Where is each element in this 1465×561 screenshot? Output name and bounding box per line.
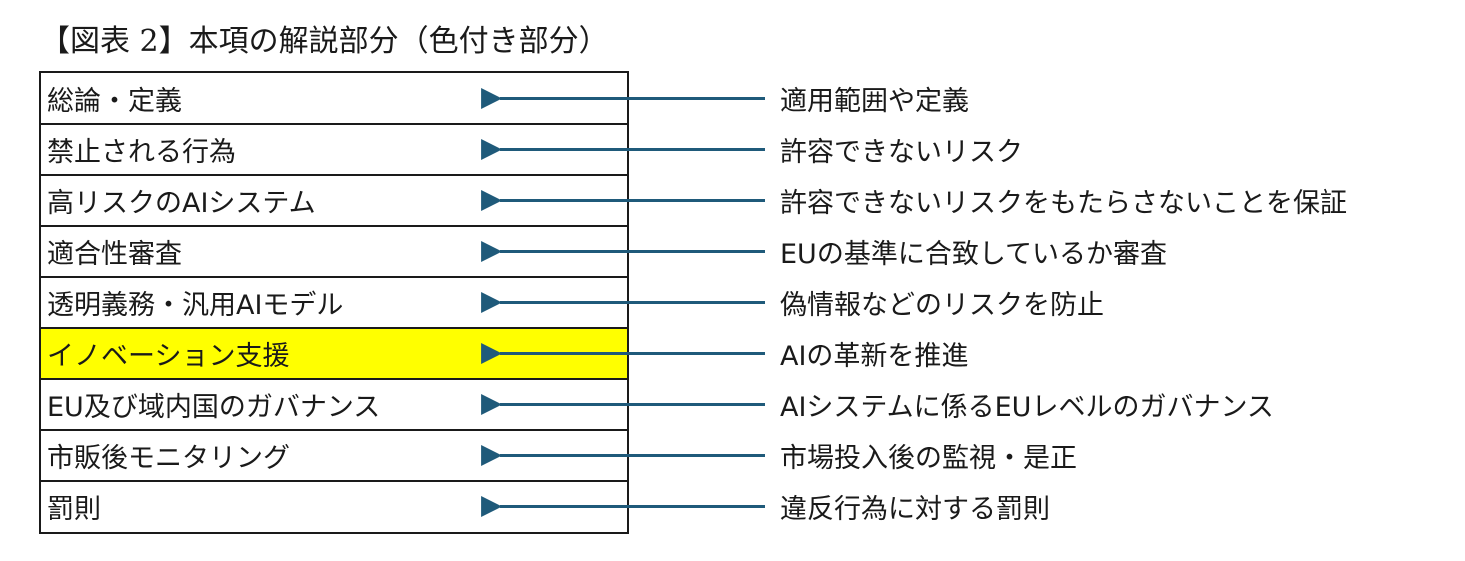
table-row: 高リスクのAIシステム <box>41 175 627 226</box>
description-text: EUの基準に合致しているか審査 <box>780 239 1168 270</box>
table-row: EU及び域内国のガバナンス <box>41 379 627 430</box>
description-text: 違反行為に対する罰則 <box>780 494 1050 525</box>
row-divider <box>41 123 627 125</box>
description-text: AIの革新を推進 <box>780 341 969 372</box>
row-divider <box>41 225 627 227</box>
chapter-table: 総論・定義 禁止される行為 高リスクのAIシステム 適合性審査 透明義務・汎用A… <box>39 71 629 534</box>
description-text: 適用範囲や定義 <box>780 86 969 117</box>
row-label: 高リスクのAIシステム <box>47 188 316 219</box>
row-label: 市販後モニタリング <box>47 443 290 474</box>
row-label: 罰則 <box>47 494 101 525</box>
description-text: AIシステムに係るEUレベルのガバナンス <box>780 392 1274 423</box>
table-row: 禁止される行為 <box>41 124 627 175</box>
row-label: 禁止される行為 <box>47 137 236 168</box>
table-row: 罰則 <box>41 481 627 532</box>
row-divider <box>41 327 627 329</box>
row-divider <box>41 378 627 380</box>
row-label: 総論・定義 <box>47 86 182 117</box>
table-row: 透明義務・汎用AIモデル <box>41 277 627 328</box>
row-divider <box>41 276 627 278</box>
row-label: イノベーション支援 <box>47 341 290 372</box>
description-text: 市場投入後の監視・是正 <box>780 443 1077 474</box>
row-divider <box>41 174 627 176</box>
row-label: EU及び域内国のガバナンス <box>47 392 381 423</box>
row-label: 透明義務・汎用AIモデル <box>47 290 344 321</box>
row-label: 適合性審査 <box>47 239 182 270</box>
figure-title: 【図表 2】本項の解説部分（色付き部分） <box>40 24 609 59</box>
row-divider <box>41 480 627 482</box>
description-text: 偽情報などのリスクを防止 <box>780 290 1104 321</box>
description-text: 許容できないリスク <box>780 137 1023 168</box>
table-row: 市販後モニタリング <box>41 430 627 481</box>
table-row: 適合性審査 <box>41 226 627 277</box>
row-divider <box>41 429 627 431</box>
table-row: 総論・定義 <box>41 73 627 124</box>
description-text: 許容できないリスクをもたらさないことを保証 <box>780 188 1347 219</box>
table-row-highlighted: イノベーション支援 <box>41 328 627 379</box>
